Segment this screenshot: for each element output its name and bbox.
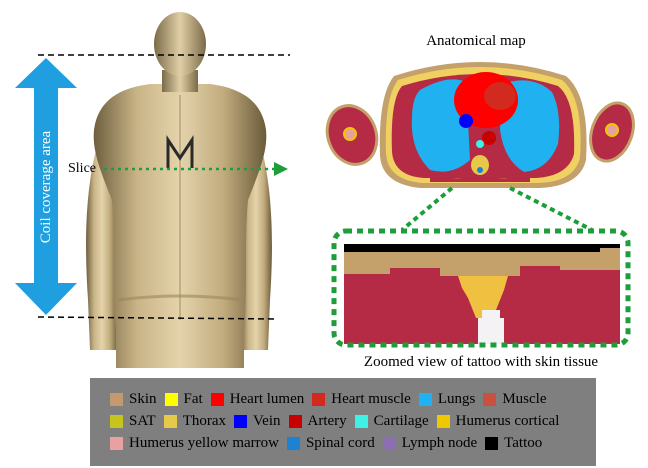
legend-label: Vein — [253, 413, 281, 430]
legend-label: Spinal cord — [306, 435, 375, 452]
legend-item: Skin — [110, 391, 157, 408]
slice-arrowhead — [274, 162, 288, 176]
legend-item: SAT — [110, 413, 156, 430]
legend-item: Humerus cortical — [437, 413, 560, 430]
legend-swatch — [485, 437, 498, 450]
anatomical-map-title: Anatomical map — [426, 33, 526, 49]
legend-label: Heart lumen — [230, 391, 305, 408]
legend-item: Humerus yellow marrow — [110, 435, 279, 452]
anatomical-map — [319, 62, 641, 188]
legend-label: SAT — [129, 413, 156, 430]
legend-item: Lungs — [419, 391, 476, 408]
legend-swatch — [110, 415, 123, 428]
legend-swatch — [211, 393, 224, 406]
legend-row: Skin Fat Heart lumen Heart muscle Lungs Muscl… — [110, 388, 590, 410]
legend-swatch — [419, 393, 432, 406]
zoom-bone — [478, 318, 504, 344]
legend-swatch — [110, 437, 123, 450]
zoom-connector-left — [402, 188, 452, 230]
legend: Skin Fat Heart lumen Heart muscle Lungs Muscl… — [90, 378, 596, 466]
legend-label: Tattoo — [504, 435, 542, 452]
zoomed-caption: Zoomed view of tattoo with skin tissue — [364, 354, 598, 370]
legend-label: Humerus cortical — [456, 413, 560, 430]
legend-label: Skin — [129, 391, 157, 408]
legend-swatch — [483, 393, 496, 406]
map-vein — [459, 114, 473, 128]
legend-item: Fat — [165, 391, 203, 408]
legend-item: Lymph node — [383, 435, 477, 452]
legend-item: Heart muscle — [312, 391, 411, 408]
legend-swatch — [383, 437, 396, 450]
legend-item: Cartilage — [355, 413, 429, 430]
legend-swatch — [287, 437, 300, 450]
head — [154, 12, 206, 76]
legend-swatch — [164, 415, 177, 428]
legend-swatch — [110, 393, 123, 406]
zoomed-view — [344, 244, 620, 344]
map-spinal-cord — [477, 167, 483, 173]
map-heart-muscle — [484, 82, 516, 110]
slice-label: Slice — [68, 161, 96, 176]
legend-label: Lungs — [438, 391, 476, 408]
legend-label: Muscle — [502, 391, 546, 408]
legend-item: Spinal cord — [287, 435, 375, 452]
coil-coverage-label: Coil coverage area — [38, 130, 54, 243]
legend-item: Muscle — [483, 391, 546, 408]
map-cartilage — [476, 140, 484, 148]
legend-label: Fat — [184, 391, 203, 408]
legend-swatch — [355, 415, 368, 428]
legend-swatch — [289, 415, 302, 428]
legend-swatch — [437, 415, 450, 428]
legend-label: Thorax — [183, 413, 226, 430]
legend-label: Humerus yellow marrow — [129, 435, 279, 452]
legend-swatch — [234, 415, 247, 428]
legend-item: Artery — [289, 413, 347, 430]
legend-label: Lymph node — [402, 435, 477, 452]
legend-item: Heart lumen — [211, 391, 305, 408]
legend-swatch — [312, 393, 325, 406]
legend-row: Humerus yellow marrow Spinal cord Lymph no… — [110, 432, 590, 454]
map-artery — [482, 131, 496, 145]
legend-item: Tattoo — [485, 435, 542, 452]
legend-label: Artery — [308, 413, 347, 430]
zoom-bone-top — [482, 310, 500, 318]
legend-label: Cartilage — [374, 413, 429, 430]
body-render — [86, 12, 272, 368]
map-left-humerus — [344, 128, 356, 140]
figure-graphic: Coil coverage area Slice Anatomical map — [0, 0, 648, 378]
legend-item: Vein — [234, 413, 281, 430]
legend-row: SAT Thorax Vein Artery Cartilage Humerus cort… — [110, 410, 590, 432]
legend-item: Thorax — [164, 413, 226, 430]
legend-swatch — [165, 393, 178, 406]
map-right-humerus — [606, 124, 618, 136]
legend-label: Heart muscle — [331, 391, 411, 408]
zoom-connector-right — [510, 188, 592, 230]
